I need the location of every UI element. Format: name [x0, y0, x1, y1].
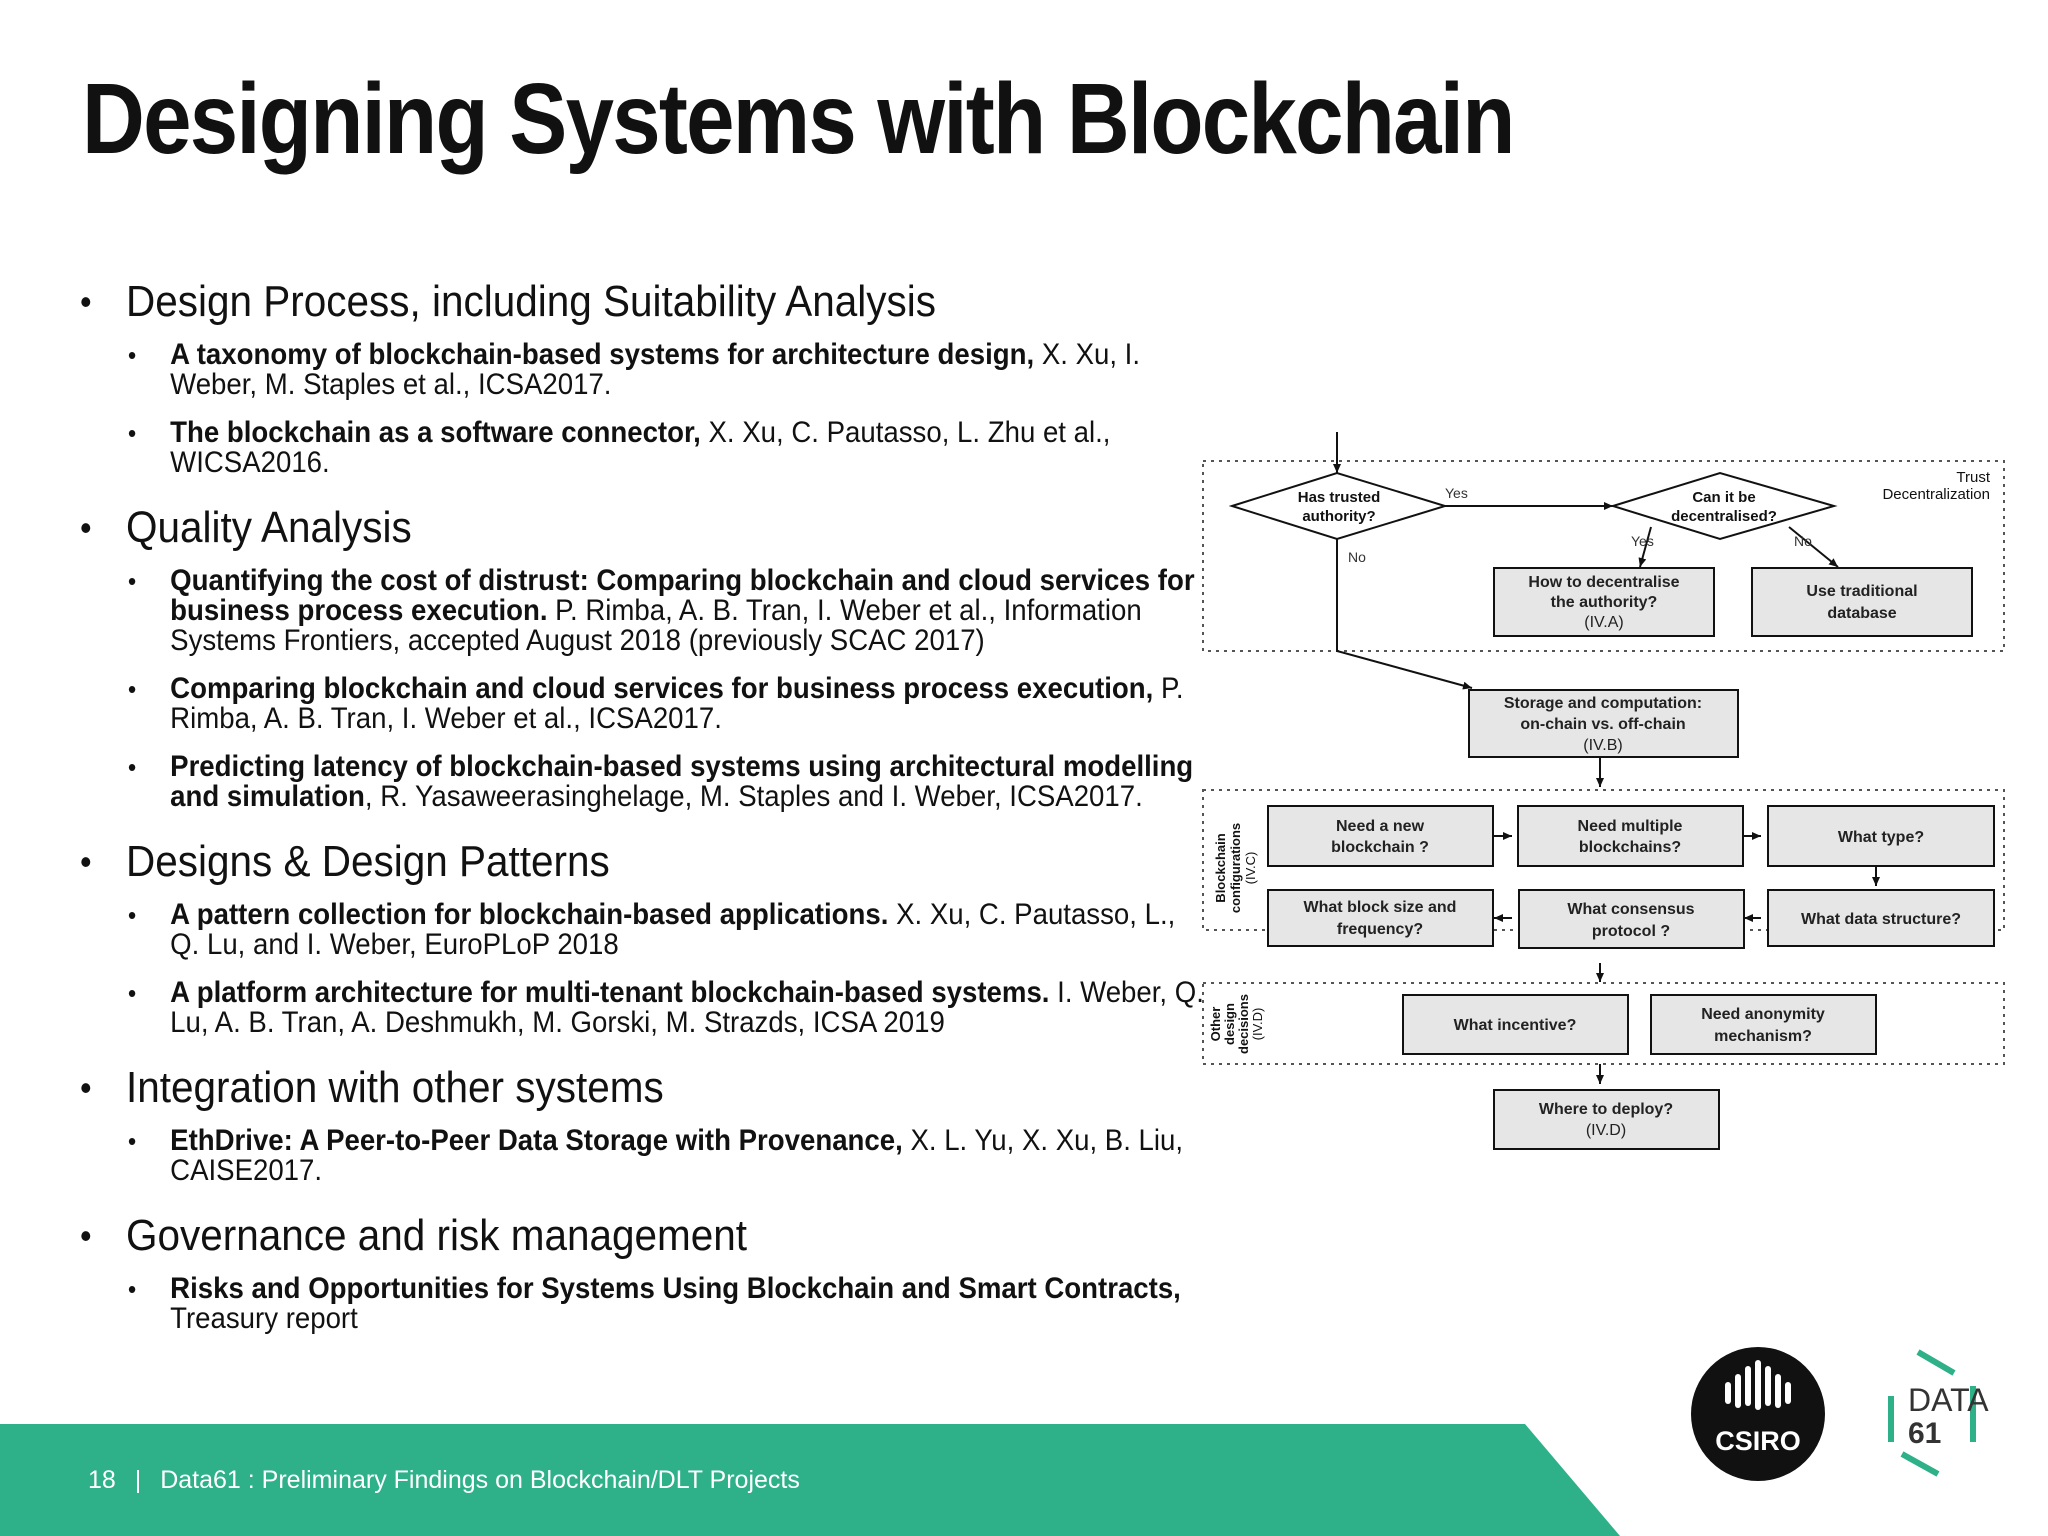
reference-authors: X. Xu, C. Pautasso, L., Q. Lu, and I. We…: [170, 898, 1176, 961]
footer-bar: [0, 1424, 1620, 1536]
footer: 18 | Data61 : Preliminary Findings on Bl…: [0, 1424, 2048, 1536]
section-design-process: Design Process, including Suitability An…: [80, 276, 1200, 478]
reference-authors: P. Rimba, A. B. Tran, I. Weber et al., I…: [170, 672, 1184, 735]
slide-title: Designing Systems with Blockchain: [82, 63, 1515, 175]
reference-title: The blockchain as a software connector,: [170, 416, 701, 449]
reference-list: Design Process, including Suitability An…: [80, 276, 1204, 1334]
how-to-decentralise-box: [1493, 567, 1715, 637]
reference-authors: , R. Yasaweerasinghelage, M. Staples and…: [364, 780, 1143, 813]
has-trusted-authority-decision: [1228, 471, 1449, 541]
block-size-box: [1267, 889, 1494, 947]
section-heading: Integration with other systems: [80, 1062, 1110, 1114]
no-label: No: [1794, 533, 1812, 549]
svg-text:61: 61: [1908, 1417, 1941, 1450]
section-heading: Governance and risk management: [80, 1210, 1110, 1262]
reference-authors: X. L. Yu, X. Xu, B. Liu, CAISE2017.: [170, 1124, 1184, 1187]
config-group-label: Blockchainconfigurations(IV.C): [1213, 823, 1258, 913]
section-design-patterns: Designs & Design Patterns A pattern coll…: [80, 836, 1204, 1038]
section-heading: Designs & Design Patterns: [80, 836, 1110, 888]
svg-text:DATA: DATA: [1908, 1382, 1989, 1418]
deploy-box: [1493, 1089, 1720, 1150]
data-structure-box: [1767, 889, 1995, 947]
reference-item: A pattern collection for blockchain-base…: [80, 900, 1210, 960]
logos: CSIRO DATA 61: [1691, 1347, 1989, 1481]
reference-title: A pattern collection for blockchain-base…: [170, 898, 889, 931]
footer-text: 18 | Data61 : Preliminary Findings on Bl…: [88, 1466, 800, 1495]
need-new-blockchain-box: [1267, 805, 1494, 867]
no-down-arrow: [1788, 526, 1839, 568]
reference-title: EthDrive: A Peer-to-Peer Data Storage wi…: [170, 1124, 903, 1157]
config-group-border: [1202, 789, 2005, 931]
reference-item: Comparing blockchain and cloud services …: [80, 674, 1210, 734]
section-heading: Design Process, including Suitability An…: [80, 276, 1110, 328]
no-label: No: [1348, 549, 1366, 565]
no-path-arrow: [1336, 539, 1473, 690]
anonymity-box: [1650, 994, 1877, 1055]
yes-label: Yes: [1445, 485, 1468, 501]
yes-label: Yes: [1631, 533, 1654, 549]
reference-item: The blockchain as a software connector, …: [80, 418, 1210, 478]
reference-title: Quantifying the cost of distrust: Compar…: [170, 564, 1195, 627]
reference-authors: Treasury report: [170, 1302, 358, 1335]
section-governance: Governance and risk management Risks and…: [80, 1210, 1200, 1334]
reference-title: A platform architecture for multi-tenant…: [170, 976, 1050, 1009]
yes-down-arrow: [1638, 526, 1652, 568]
deploy-text: Where to deploy?(IV.D): [1539, 1101, 1673, 1139]
other-decisions-group-border: [1202, 982, 2005, 1065]
what-type-text: What type?: [1838, 829, 1924, 846]
storage-computation-box: [1468, 689, 1739, 758]
presentation-title: Data61 : Preliminary Findings on Blockch…: [160, 1466, 800, 1494]
section-heading: Quality Analysis: [80, 502, 1110, 554]
reference-item: Risks and Opportunities for Systems Usin…: [80, 1274, 1210, 1334]
reference-authors: X. Xu, C. Pautasso, L. Zhu et al., WICSA…: [170, 416, 1111, 479]
use-traditional-db-box: [1751, 567, 1973, 637]
section-quality-analysis: Quality Analysis Quantifying the cost of…: [80, 502, 1200, 812]
trust-group-border: [1202, 460, 2005, 652]
footer-separator: |: [134, 1466, 142, 1494]
section-integration: Integration with other systems EthDrive:…: [80, 1062, 1200, 1186]
reference-title: A taxonomy of blockchain-based systems f…: [170, 338, 1035, 371]
data61-logo: DATA 61: [1888, 1349, 1989, 1477]
incentive-text: What incentive?: [1454, 1017, 1577, 1034]
reference-authors: I. Weber, Q. Lu, A. B. Tran, A. Deshmukh…: [170, 976, 1204, 1039]
what-type-box: [1767, 805, 1995, 867]
page-number: 18: [88, 1466, 116, 1494]
consensus-box: [1518, 889, 1745, 949]
need-multiple-blockchains-box: [1517, 805, 1744, 867]
reference-item: Quantifying the cost of distrust: Compar…: [80, 566, 1210, 656]
can-decentralise-decision: [1609, 471, 1838, 541]
reference-item: A taxonomy of blockchain-based systems f…: [80, 340, 1210, 400]
reference-title: Predicting latency of blockchain-based s…: [170, 750, 1194, 813]
svg-text:CSIRO: CSIRO: [1715, 1426, 1801, 1456]
reference-title: Risks and Opportunities for Systems Usin…: [170, 1272, 1181, 1305]
reference-item: A platform architecture for multi-tenant…: [80, 978, 1210, 1038]
reference-title: Comparing blockchain and cloud services …: [170, 672, 1154, 705]
storage-computation-text: Storage and computation:on-chain vs. off…: [1504, 695, 1702, 754]
data-structure-text: What data structure?: [1801, 911, 1961, 928]
reference-item: Predicting latency of blockchain-based s…: [80, 752, 1210, 812]
reference-item: EthDrive: A Peer-to-Peer Data Storage wi…: [80, 1126, 1210, 1186]
incentive-box: [1402, 994, 1629, 1055]
reference-authors: X. Xu, I. Weber, M. Staples et al., ICSA…: [170, 338, 1141, 401]
csiro-logo: CSIRO: [1691, 1347, 1825, 1481]
other-decisions-label: Otherdesigndecisions(IV.D): [1208, 994, 1265, 1054]
reference-authors: P. Rimba, A. B. Tran, I. Weber et al., I…: [170, 594, 1142, 657]
